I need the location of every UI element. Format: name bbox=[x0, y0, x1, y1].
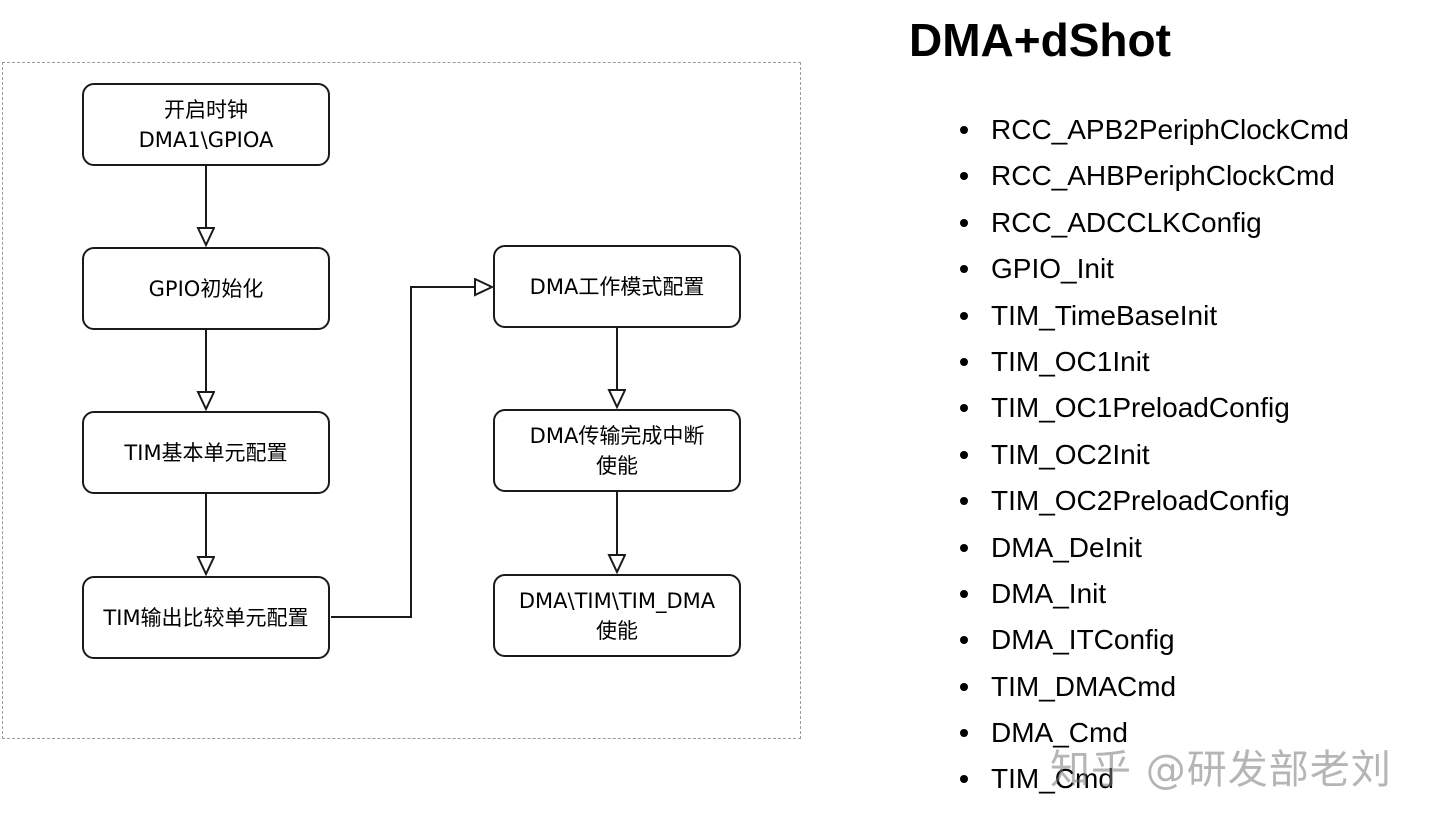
node-gpio-init: GPIO初始化 bbox=[82, 247, 330, 330]
api-name: GPIO_Init bbox=[991, 253, 1114, 285]
bullet-icon bbox=[960, 218, 968, 227]
api-name: TIM_Cmd bbox=[991, 763, 1114, 795]
list-item: RCC_AHBPeriphClockCmd bbox=[960, 153, 1349, 199]
api-name: TIM_OC2Init bbox=[991, 438, 1150, 470]
edge-n4-n5 bbox=[331, 287, 492, 618]
node-tim-oc-config: TIM输出比较单元配置 bbox=[82, 576, 330, 659]
list-item: TIM_OC2PreloadConfig bbox=[960, 478, 1349, 524]
bullet-icon bbox=[960, 729, 968, 738]
api-name: TIM_OC1Init bbox=[991, 345, 1150, 377]
api-name: TIM_TimeBaseInit bbox=[991, 299, 1218, 331]
list-item: TIM_OC1PreloadConfig bbox=[960, 385, 1349, 431]
list-item: TIM_DMACmd bbox=[960, 664, 1349, 710]
list-item: GPIO_Init bbox=[960, 246, 1349, 292]
node-enable-clock: 开启时钟 DMA1\GPIOA bbox=[82, 83, 330, 166]
api-name: DMA_Init bbox=[991, 577, 1107, 609]
list-item: DMA_Cmd bbox=[960, 710, 1349, 756]
node-dma-tim-enable: DMA\TIM\TIM_DMA 使能 bbox=[493, 574, 741, 657]
list-item: TIM_TimeBaseInit bbox=[960, 293, 1349, 339]
bullet-icon bbox=[960, 497, 968, 506]
api-function-list: RCC_APB2PeriphClockCmd RCC_AHBPeriphCloc… bbox=[960, 107, 1349, 803]
node-tim-base-config: TIM基本单元配置 bbox=[82, 411, 330, 494]
api-name: DMA_Cmd bbox=[991, 717, 1128, 749]
bullet-icon bbox=[960, 311, 968, 320]
api-name: TIM_DMACmd bbox=[991, 670, 1177, 702]
list-item: DMA_Init bbox=[960, 571, 1349, 617]
bullet-icon bbox=[960, 589, 968, 598]
page-title: DMA+dShot bbox=[909, 14, 1171, 66]
api-name: RCC_APB2PeriphClockCmd bbox=[991, 114, 1349, 145]
api-name: TIM_OC1PreloadConfig bbox=[991, 392, 1290, 424]
api-name: TIM_OC2PreloadConfig bbox=[991, 485, 1290, 517]
list-item: TIM_Cmd bbox=[960, 756, 1349, 802]
list-item: RCC_ADCCLKConfig bbox=[960, 200, 1349, 246]
bullet-icon bbox=[960, 775, 968, 784]
list-item: DMA_DeInit bbox=[960, 525, 1349, 571]
bullet-icon bbox=[960, 682, 968, 691]
bullet-icon bbox=[960, 265, 968, 274]
api-name: RCC_ADCCLKConfig bbox=[991, 206, 1262, 238]
node-dma-mode-config: DMA工作模式配置 bbox=[493, 245, 741, 328]
diagram-frame bbox=[2, 62, 801, 739]
api-name: RCC_AHBPeriphClockCmd bbox=[991, 160, 1335, 192]
bullet-icon bbox=[960, 543, 968, 552]
bullet-icon bbox=[960, 172, 968, 181]
bullet-icon bbox=[960, 357, 968, 366]
node-dma-tc-interrupt: DMA传输完成中断 使能 bbox=[493, 409, 741, 492]
list-item: RCC_APB2PeriphClockCmd bbox=[960, 107, 1349, 153]
api-name: DMA_DeInit bbox=[991, 531, 1142, 563]
watermark: 知乎 @研发部老刘 bbox=[1050, 747, 1392, 793]
list-item: DMA_ITConfig bbox=[960, 617, 1349, 663]
list-item: TIM_OC2Init bbox=[960, 432, 1349, 478]
api-name: DMA_ITConfig bbox=[991, 624, 1175, 656]
bullet-icon bbox=[960, 404, 968, 413]
list-item: TIM_OC1Init bbox=[960, 339, 1349, 385]
bullet-icon bbox=[960, 450, 968, 459]
bullet-icon bbox=[960, 126, 968, 134]
bullet-icon bbox=[960, 636, 968, 645]
